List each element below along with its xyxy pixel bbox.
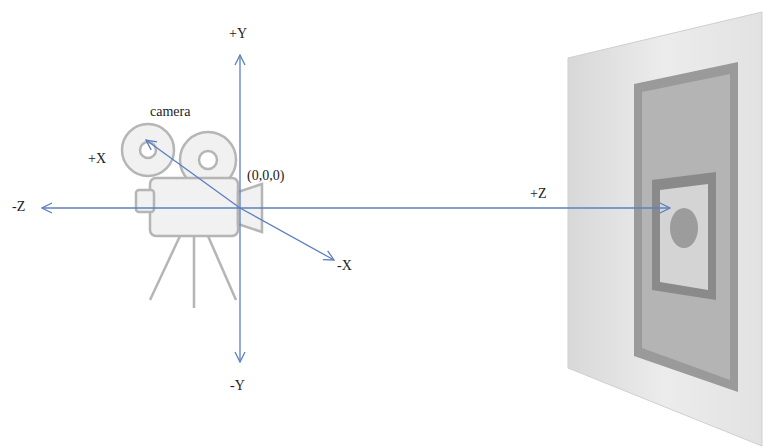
axis-label: +Z [530, 186, 546, 202]
camera-illustration [122, 124, 262, 308]
axis-label: (0,0,0) [247, 168, 284, 184]
axis-label: +X [88, 151, 106, 167]
axis-label: -Y [230, 378, 245, 394]
axis-label: -X [337, 258, 352, 274]
axes [42, 55, 670, 362]
marker-plane [568, 12, 762, 446]
axis-label: camera [150, 104, 190, 120]
axis-label: +Y [229, 26, 247, 42]
axis-label: -Z [12, 199, 25, 215]
